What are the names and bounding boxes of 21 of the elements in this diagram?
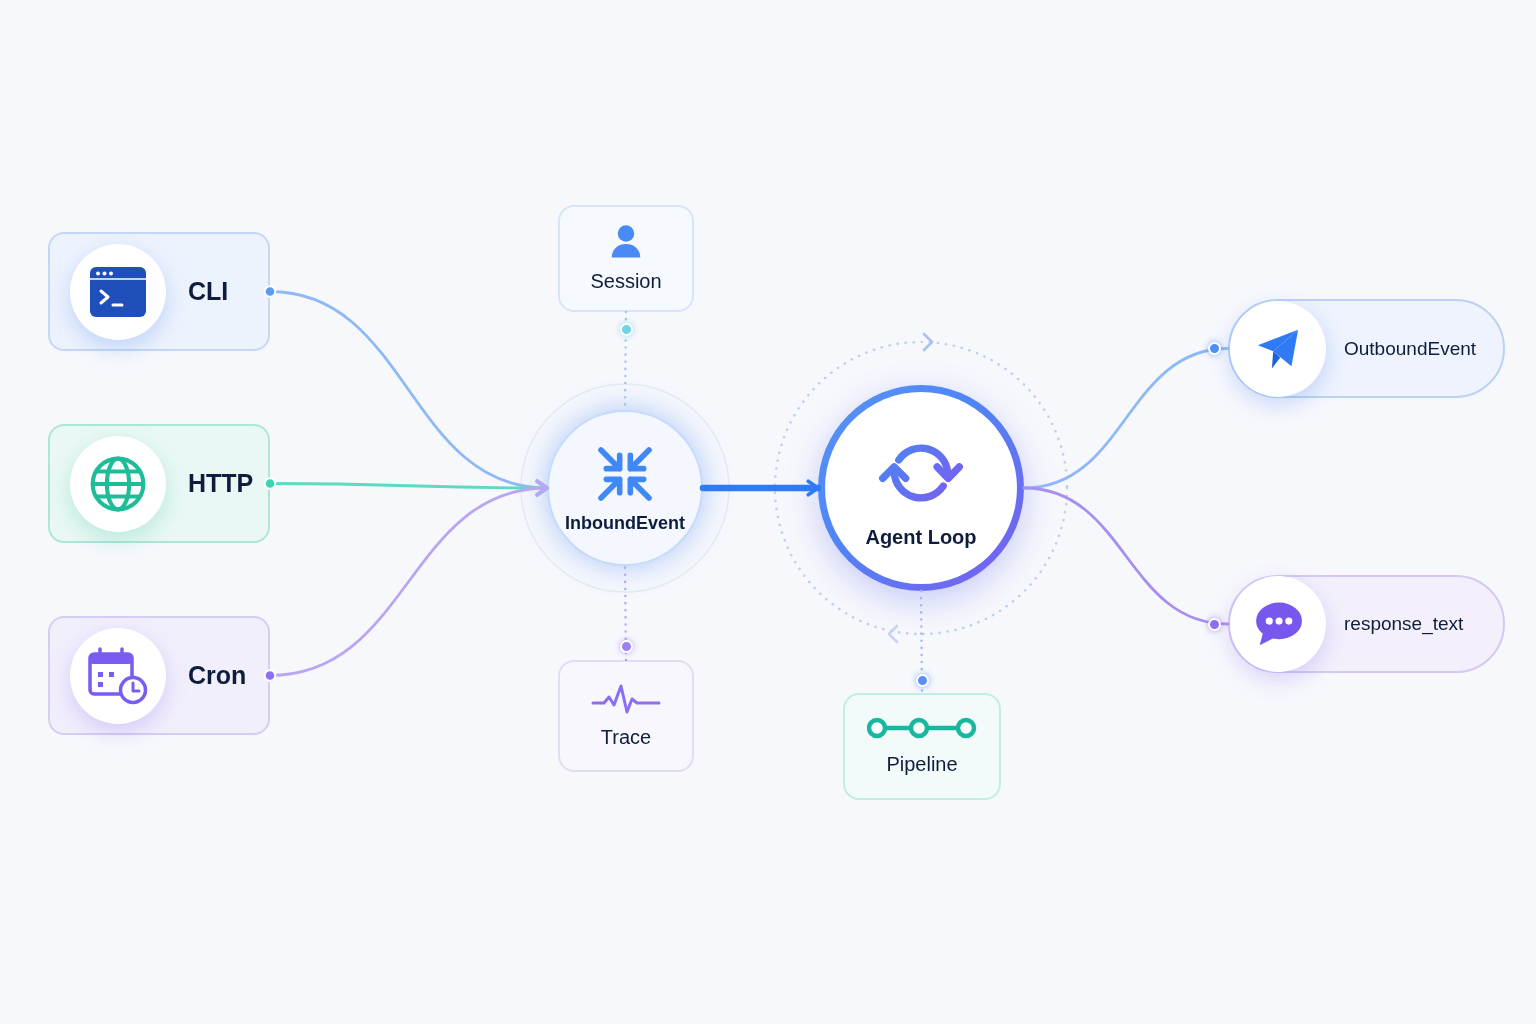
node-label: Trace [600, 724, 652, 750]
connector-line [1022, 486, 1230, 626]
node-label: CLI [188, 275, 229, 307]
info-card [558, 660, 694, 772]
source-card [48, 616, 270, 735]
node-label: Pipeline [886, 752, 958, 777]
arrow [263, 480, 549, 682]
info-card [558, 205, 694, 312]
node-label: Session [590, 269, 662, 294]
node-label: Cron [188, 659, 247, 691]
node-label: HTTP [188, 467, 254, 499]
node-label: Agent Loop [865, 524, 977, 550]
node-label: InboundEvent [565, 511, 685, 535]
node-label: OutboundEvent [1344, 336, 1477, 361]
source-card [48, 424, 270, 543]
thick-arrow [699, 479, 822, 497]
info-card [843, 693, 1001, 800]
node-label: response_text [1344, 612, 1464, 636]
source-card [48, 232, 270, 351]
dotted-connector-line [623, 564, 628, 662]
dotted-connector-line [919, 589, 924, 695]
